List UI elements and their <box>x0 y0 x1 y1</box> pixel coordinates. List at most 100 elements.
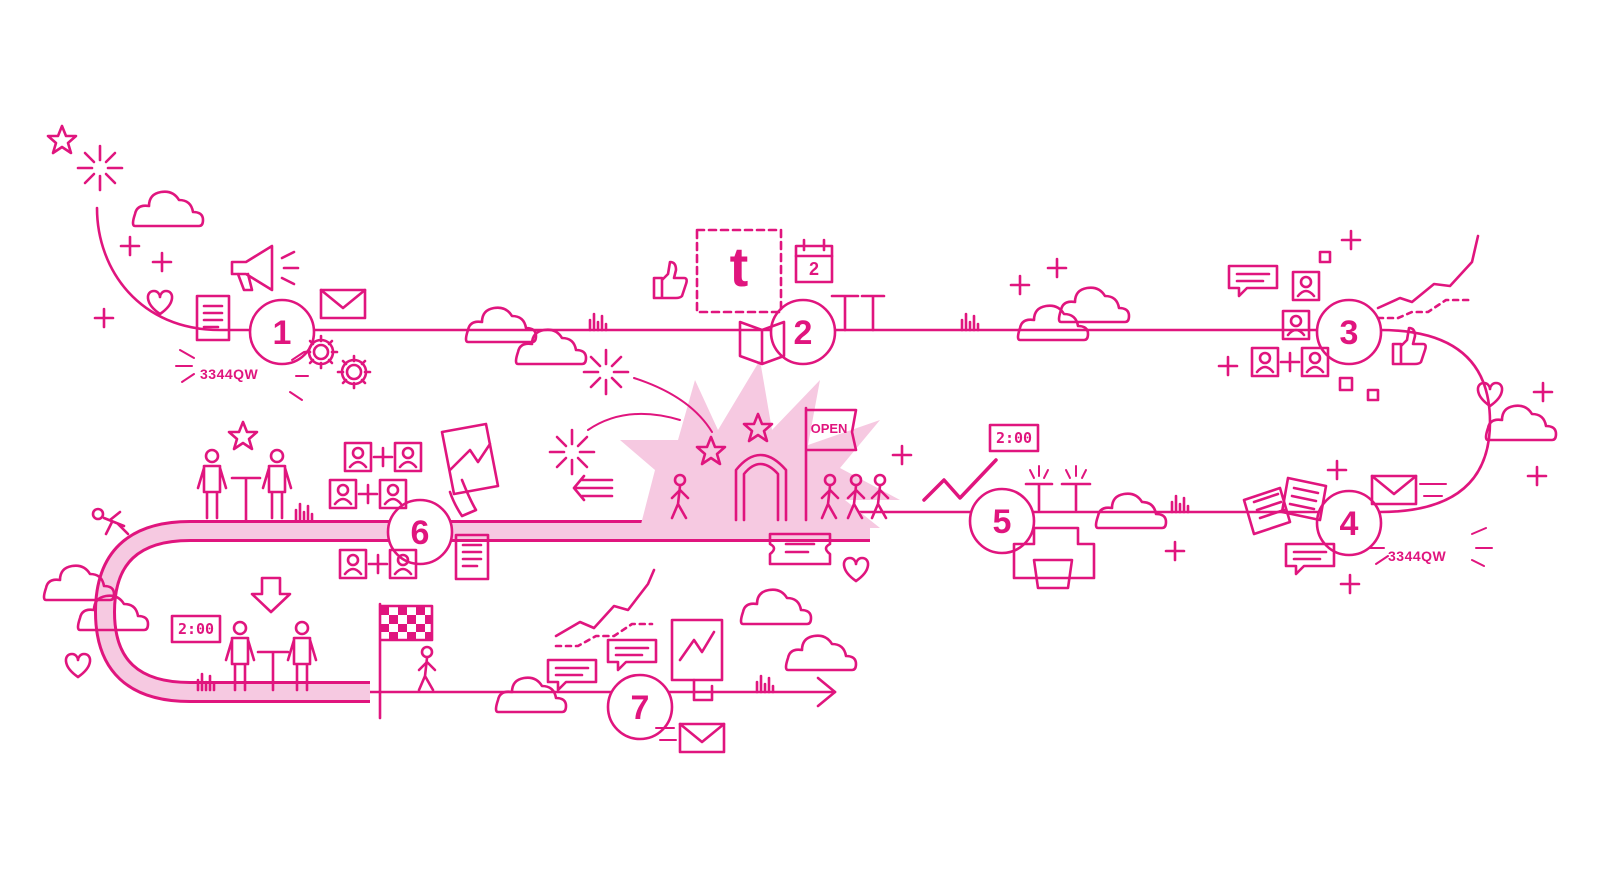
chat-bubble-icon <box>546 658 598 692</box>
logo-letter: t <box>730 235 749 298</box>
cloud-icon <box>1484 404 1558 442</box>
profile-card-icon <box>1281 309 1311 341</box>
clock-readout: 2:00 <box>996 429 1032 447</box>
open-flag-text: OPEN <box>811 421 848 436</box>
trend-chart-icon <box>1376 234 1480 320</box>
person-icon <box>91 507 130 536</box>
plus-icon <box>119 235 141 257</box>
profile-card-icon <box>393 441 423 473</box>
starburst <box>620 360 900 528</box>
star-icon <box>227 420 259 451</box>
profile-card-icon <box>1250 346 1280 378</box>
chat-bubble-icon <box>1284 542 1336 576</box>
step-3-marker <box>1315 298 1383 366</box>
cloud-icon <box>1016 304 1090 342</box>
plus-icon <box>1164 540 1186 562</box>
curved-arrow <box>587 377 713 433</box>
sparkle-icon <box>76 144 124 192</box>
step-2-marker <box>769 298 837 366</box>
cloud-icon <box>1057 286 1131 324</box>
cloud-icon <box>784 634 858 672</box>
calendar-icon <box>794 238 834 284</box>
person-icon <box>196 448 228 520</box>
plus-icon <box>357 483 379 505</box>
person-icon <box>261 448 293 520</box>
megaphone-icon <box>230 244 300 292</box>
plus-icon <box>1339 573 1361 595</box>
step-6-number: 6 <box>411 514 430 552</box>
logo-frame <box>695 228 783 314</box>
checkered-flag-icon <box>378 602 434 720</box>
star-icon <box>46 124 78 155</box>
step-6-marker <box>386 498 454 566</box>
calendar-day: 2 <box>809 259 819 279</box>
document-icon <box>1242 486 1292 536</box>
checkered-pattern <box>380 606 432 640</box>
small-square <box>1366 388 1380 402</box>
confirmation-code: 3344QW <box>200 366 259 382</box>
thumbs-up-icon <box>652 260 688 300</box>
plus-icon <box>367 553 389 575</box>
chat-bubble-icon <box>1227 264 1279 298</box>
code-rays <box>175 349 309 401</box>
step-4-number: 4 <box>1340 505 1359 543</box>
clock-icon <box>988 423 1040 453</box>
tablet-touch-icon <box>440 422 500 518</box>
tablet-touch-icon <box>670 618 724 702</box>
profile-card-icon <box>1291 270 1321 302</box>
plus-icon <box>151 251 173 273</box>
step-2-number: 2 <box>794 314 813 352</box>
step-7-marker <box>606 673 674 741</box>
step-5-number: 5 <box>993 503 1012 541</box>
step-1-marker <box>248 298 316 366</box>
plus-icon <box>93 307 115 329</box>
person-icon <box>286 620 318 692</box>
profile-card-icon <box>338 548 368 580</box>
code-rays <box>1369 527 1493 567</box>
profile-card-icon <box>328 478 358 510</box>
person-icon <box>417 645 437 692</box>
sign-posts <box>830 294 886 332</box>
cloud-icon <box>739 588 813 626</box>
plus-icon <box>1009 274 1031 296</box>
step-1-number: 1 <box>273 314 292 352</box>
plus-icon <box>1340 229 1362 251</box>
envelope-icon <box>1370 474 1418 506</box>
document-icon <box>195 294 231 342</box>
cloud-icon <box>131 190 205 228</box>
envelope-icon <box>319 288 367 320</box>
plus-icon <box>1532 381 1554 403</box>
heart-icon <box>842 556 870 583</box>
person-icon <box>224 620 256 692</box>
sign-posts <box>1024 465 1092 512</box>
plus-icon <box>1326 459 1348 481</box>
profile-card-icon <box>378 478 408 510</box>
desk <box>256 650 290 692</box>
sparkle-icon <box>548 428 596 476</box>
cloud-icon <box>514 328 588 366</box>
profile-card-icon <box>343 441 373 473</box>
step-4-marker <box>1315 489 1383 557</box>
grass-icon <box>1170 494 1190 514</box>
small-square <box>1338 376 1354 392</box>
arrow-down-icon <box>250 576 292 614</box>
plus-icon <box>1217 355 1239 377</box>
plus-icon <box>1279 351 1301 373</box>
motion-lines <box>1419 483 1447 497</box>
document-icon <box>1280 476 1328 522</box>
gear-icon <box>336 354 372 390</box>
heart-icon <box>64 652 92 679</box>
grass-icon <box>960 312 980 332</box>
checkmark-icon <box>922 458 998 502</box>
plus-icon <box>1046 257 1068 279</box>
clock-readout: 2:00 <box>178 620 214 638</box>
open-flag <box>804 406 858 522</box>
gear-icon <box>303 334 339 370</box>
step-7-number: 7 <box>631 689 650 727</box>
step-3-number: 3 <box>1340 314 1359 352</box>
small-square <box>1318 250 1332 264</box>
envelope-icon <box>678 722 726 754</box>
confirmation-code: 3344QW <box>1388 548 1447 564</box>
printer-icon <box>1012 526 1096 590</box>
